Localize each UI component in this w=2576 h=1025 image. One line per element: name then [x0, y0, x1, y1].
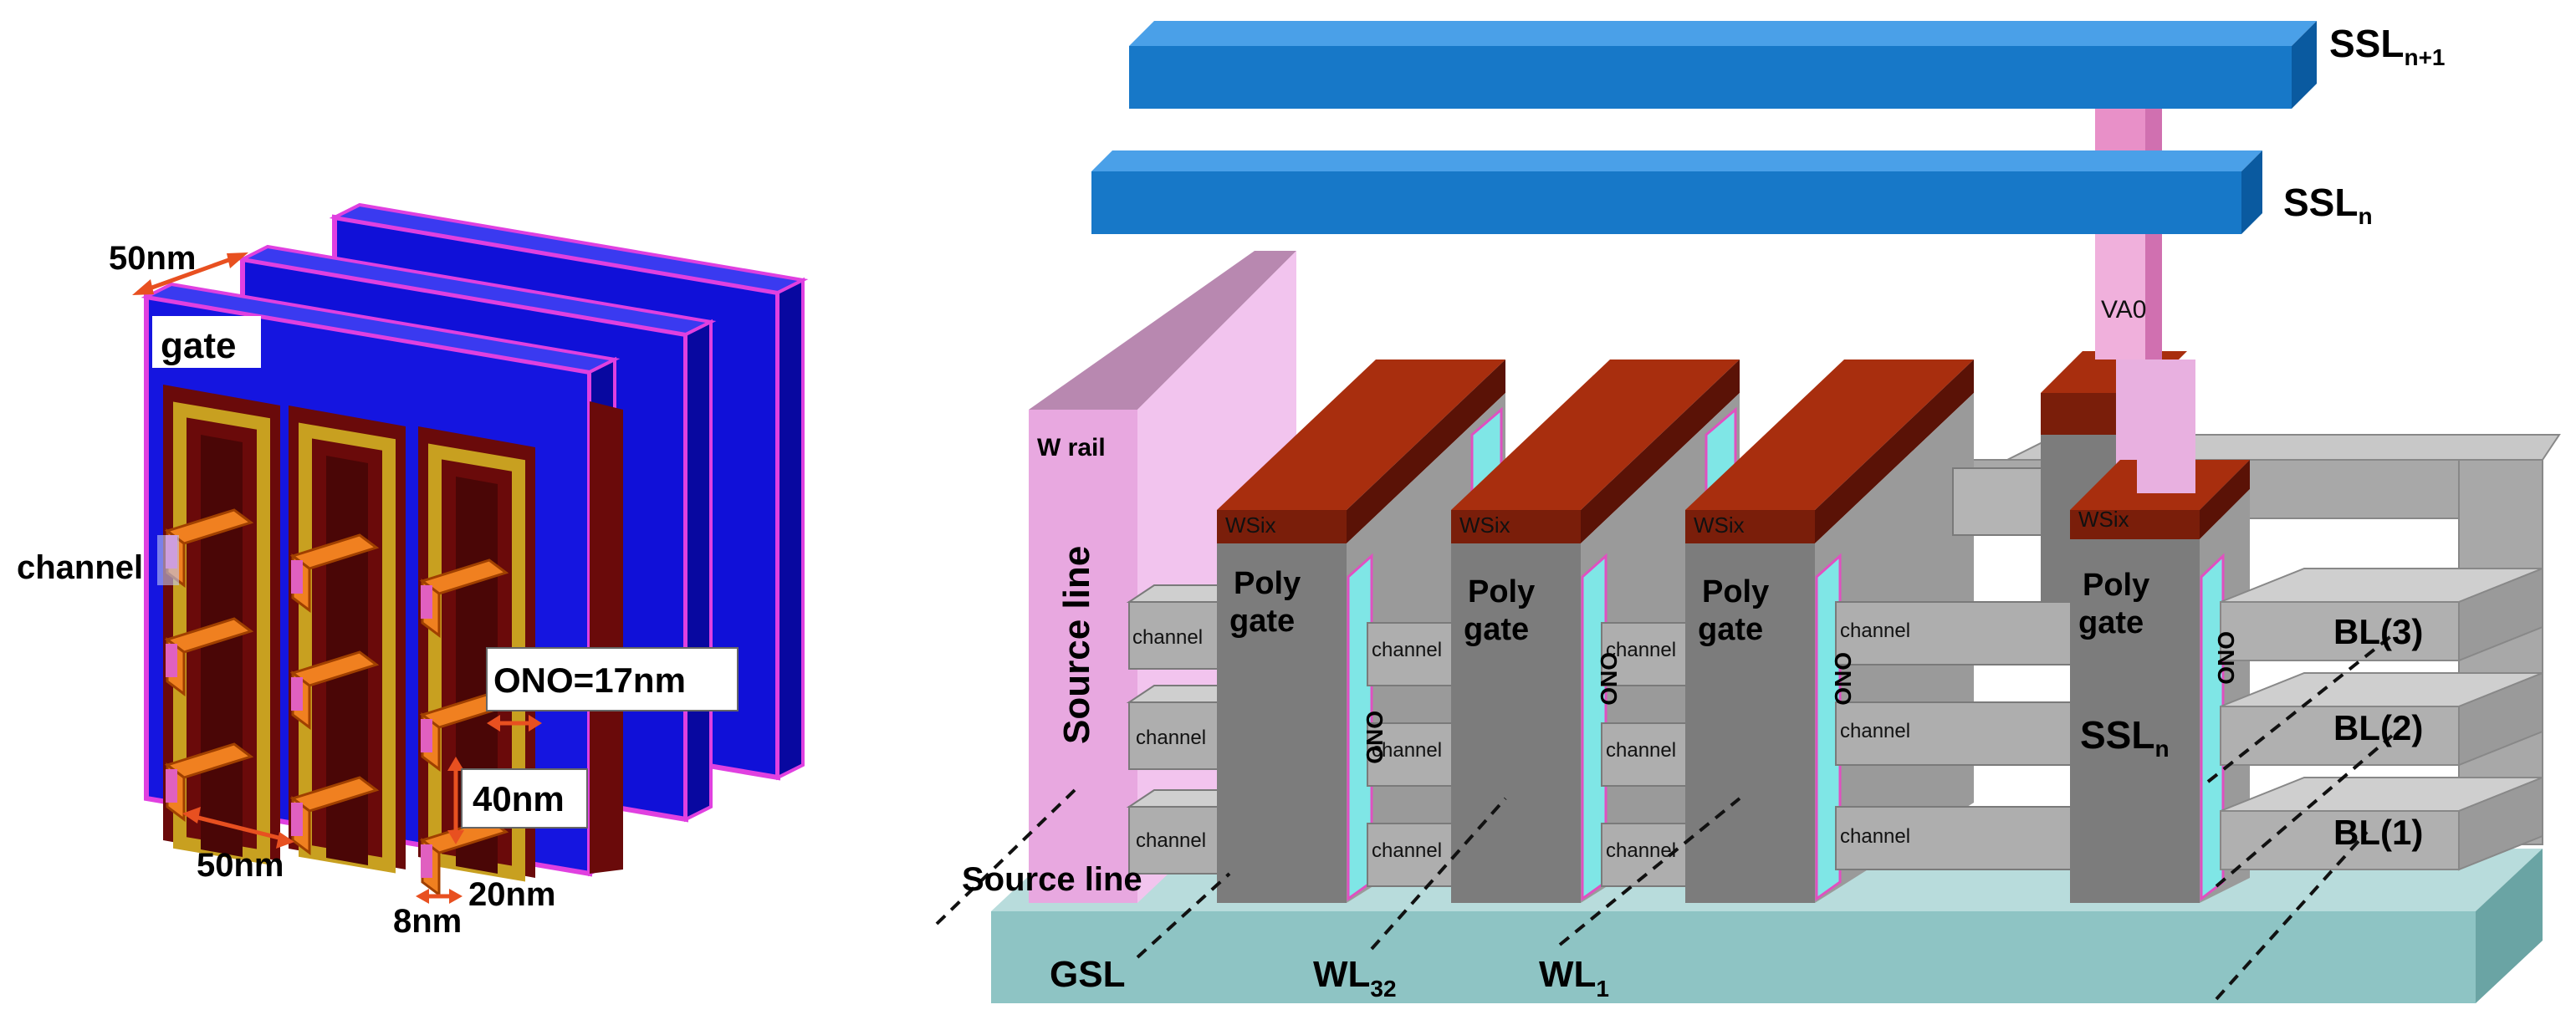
poly-label-3: Poly [1702, 574, 1769, 609]
channel-label-l2: channel [1136, 727, 1206, 749]
channel-label-c3: channel [1840, 825, 1910, 848]
channel-label-c1: channel [1840, 620, 1910, 642]
right-array-figure: SSLn+1 SSLn VA0 W rail Source line Sourc… [935, 21, 2561, 1003]
ssl-n1-label: SSLn+1 [2329, 22, 2446, 70]
bitline-3 [2220, 567, 2543, 662]
bitline-1 [2220, 776, 2543, 871]
wsix-label-ssl: WSix [2078, 507, 2129, 532]
dimension-arrows [132, 252, 542, 904]
gate-label-1: gate [1229, 604, 1295, 639]
channel-bars-2-3 [1601, 622, 1690, 887]
bitline-2 [2220, 671, 2543, 767]
channel-label-l1: channel [1132, 626, 1203, 649]
w-rail-label: W rail [1037, 434, 1106, 462]
gate-label-box [152, 316, 261, 368]
gate-label-3: gate [1698, 612, 1763, 647]
wl32-label: WL32 [1313, 954, 1397, 1002]
channel-label-c2: channel [1840, 720, 1910, 742]
wsix-label-2: WSix [1459, 512, 1510, 538]
gate-label: gate [161, 325, 236, 366]
dim-ono-label: ONO=17nm [493, 660, 686, 700]
channel-label-b1: channel [1606, 639, 1676, 661]
wl1-label: WL1 [1539, 954, 1609, 1002]
bl2-label: BL(2) [2333, 708, 2423, 747]
poly-label-2: Poly [1468, 574, 1535, 609]
channel-bars-1-2 [1367, 622, 1456, 887]
gate-label-2: gate [1464, 612, 1529, 647]
channel-label-a2: channel [1372, 739, 1442, 762]
source-line-label: Source line [962, 861, 1142, 898]
gate-label-ssl: gate [2078, 605, 2144, 640]
bitlines-front [2220, 567, 2543, 871]
channel-label-a1: channel [1372, 639, 1442, 661]
channel-label-b3: channel [1606, 839, 1676, 862]
left-gate-stack-figure: gate channel 50nm 50nm ONO=17nm 40nm 20n… [17, 202, 809, 940]
gsl-label: GSL [1050, 954, 1125, 995]
ono-label-ssl: ONO [2213, 631, 2239, 685]
dim-thickness-label: 8nm [393, 903, 462, 940]
wsix-label-1: WSix [1225, 512, 1276, 538]
source-line-vertical-label: Source line [1056, 546, 1097, 744]
ssl-line-n [1091, 150, 2262, 234]
va0-label: VA0 [2101, 296, 2146, 324]
ono-label-1: ONO [1362, 711, 1388, 764]
ssl-n-label: SSLn [2283, 181, 2373, 229]
channel-label-a3: channel [1372, 839, 1442, 862]
poly-label-1: Poly [1234, 566, 1301, 601]
poly-label-ssl: Poly [2083, 568, 2149, 603]
channel-label: channel [17, 549, 143, 586]
channel-label-b2: channel [1606, 739, 1676, 762]
ssl-gate-front [2070, 360, 2250, 903]
dashed-leaders [935, 634, 2394, 1001]
channel-label-l3: channel [1136, 829, 1206, 852]
ssl-gate-label: SSLn [2080, 713, 2170, 762]
height-label-box [461, 768, 588, 829]
ssl-line-n1 [1129, 21, 2317, 109]
dim-top-label: 50nm [109, 240, 197, 277]
bl3-label: BL(3) [2333, 612, 2423, 651]
ono-label-3: ONO [1830, 652, 1856, 706]
dim-height-label: 40nm [473, 779, 565, 818]
bl1-label: BL(1) [2333, 813, 2423, 852]
ono-label-box [486, 647, 739, 711]
ono-label-2: ONO [1596, 652, 1622, 706]
dim-bottom-label: 50nm [197, 847, 284, 884]
wsix-label-3: WSix [1694, 512, 1745, 538]
channel-bars-3-ssl [1835, 467, 2079, 870]
dim-width-label: 20nm [468, 876, 556, 913]
